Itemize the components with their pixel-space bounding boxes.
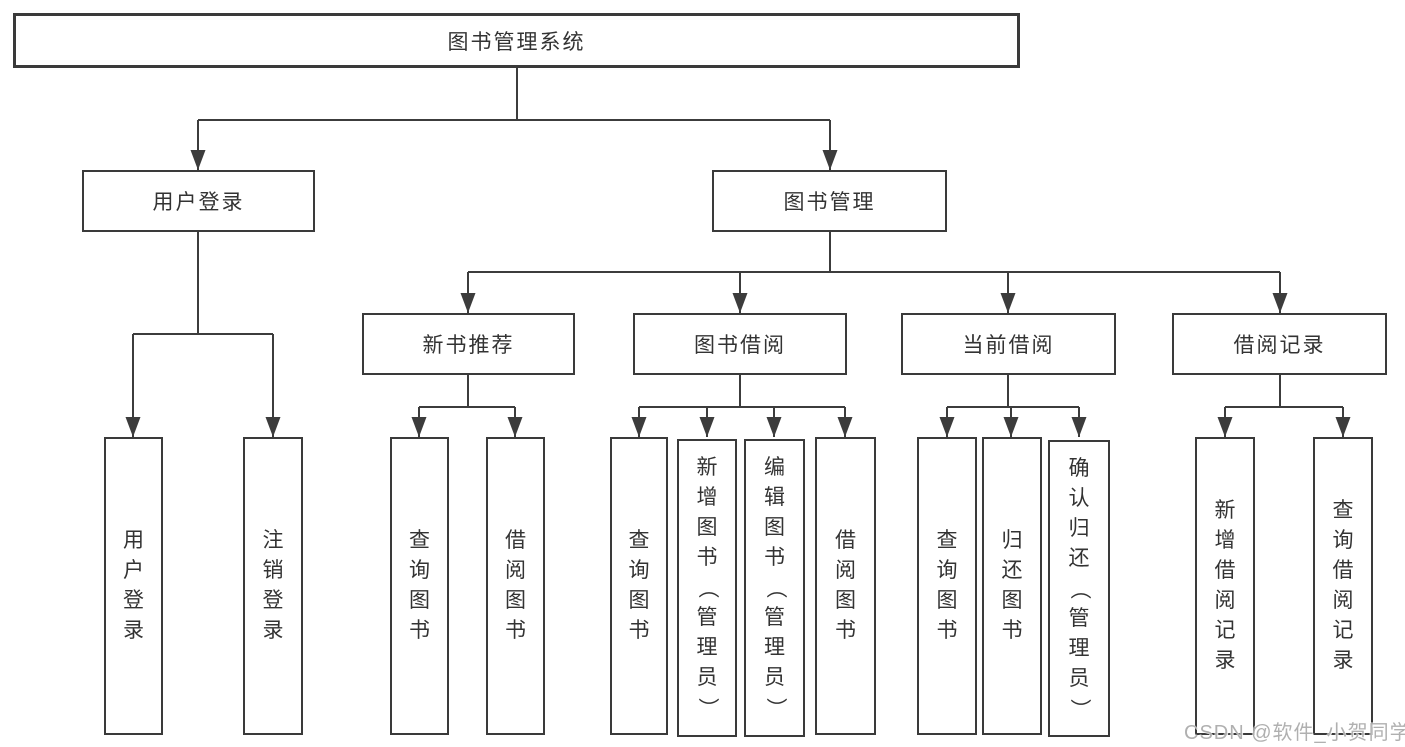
leaf-borrowing-add-book-admin: 新增图书（管理员） [677,439,737,737]
connector-current-borrowing-to-leaves [939,375,1087,437]
leaf-records-query-record-label: 查询借阅记录 [1332,499,1354,672]
node-book-management: 图书管理 [712,170,947,232]
node-book-borrowing: 图书借阅 [633,313,847,375]
leaf-records-query-record: 查询借阅记录 [1313,437,1373,735]
node-current-borrowing-label: 当前借阅 [962,334,1055,357]
leaf-records-add-record: 新增借阅记录 [1195,437,1255,735]
leaf-borrowing-borrow-books-label: 借阅图书 [835,529,856,642]
leaf-user-login-label: 用户登录 [123,529,144,642]
connector-new-book-recommend-to-leaves [411,375,523,437]
node-user-login: 用户登录 [82,170,315,232]
leaf-borrowing-edit-book-admin-label: 编辑图书（管理员） [763,456,787,719]
leaf-logout: 注销登录 [243,437,303,735]
leaf-recommend-borrow-books-label: 借阅图书 [505,529,526,642]
connector-borrow-records-to-leaves [1217,375,1351,437]
leaf-current-confirm-return-admin-label: 确认归还（管理员） [1068,456,1091,720]
leaf-recommend-query-books-label: 查询图书 [409,529,430,642]
node-borrow-records-label: 借阅记录 [1233,334,1326,357]
node-new-book-recommend: 新书推荐 [362,313,575,375]
node-root-label: 图书管理系统 [447,30,586,54]
leaf-current-query-books: 查询图书 [917,437,977,735]
leaf-recommend-borrow-books: 借阅图书 [486,437,545,735]
node-current-borrowing: 当前借阅 [901,313,1116,375]
connector-user-login-to-leaves [125,232,281,437]
leaf-borrowing-query-books: 查询图书 [610,437,668,735]
connector-root-to-level2 [190,68,838,170]
node-new-book-recommend-label: 新书推荐 [422,334,515,357]
leaf-borrowing-query-books-label: 查询图书 [628,529,650,642]
leaf-borrowing-edit-book-admin: 编辑图书（管理员） [744,439,805,737]
leaf-current-return-book-label: 归还图书 [1001,529,1023,642]
leaf-borrowing-borrow-books: 借阅图书 [815,437,876,735]
leaf-records-add-record-label: 新增借阅记录 [1214,499,1236,672]
csdn-watermark: CSDN @软件_小贺同学 [1184,722,1405,744]
leaf-current-query-books-label: 查询图书 [936,529,958,642]
node-user-login-label: 用户登录 [152,191,245,214]
connector-book-management-to-level3 [460,232,1288,313]
node-book-management-label: 图书管理 [783,191,876,214]
node-book-borrowing-label: 图书借阅 [694,334,786,357]
leaf-current-confirm-return-admin: 确认归还（管理员） [1048,440,1110,737]
node-borrow-records: 借阅记录 [1172,313,1387,375]
leaf-current-return-book: 归还图书 [982,437,1042,735]
leaf-borrowing-add-book-admin-label: 新增图书（管理员） [696,456,719,719]
leaf-recommend-query-books: 查询图书 [390,437,449,735]
node-root: 图书管理系统 [13,13,1020,68]
leaf-logout-label: 注销登录 [262,529,284,642]
leaf-user-login: 用户登录 [104,437,163,735]
connector-book-borrowing-to-leaves [631,375,853,437]
